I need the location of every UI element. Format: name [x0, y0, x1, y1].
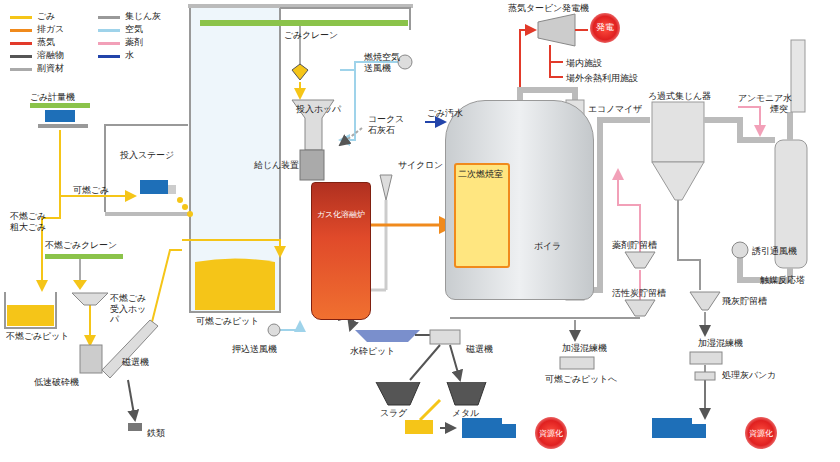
legend-row: 空気: [98, 24, 143, 36]
legend-swatch: [98, 42, 120, 45]
legend-row: 排ガス: [10, 24, 64, 36]
part-label: 煙突: [770, 104, 788, 115]
part-label: 不燃ごみ 粗大ごみ: [10, 211, 52, 232]
part-label: ごみクレーン: [284, 30, 338, 41]
part-label: 可燃ごみピット: [196, 316, 259, 327]
legend-row: ごみ: [10, 11, 55, 23]
part-label: 薬剤貯留槽: [612, 240, 657, 251]
legend-swatch: [10, 16, 32, 19]
node-text: 資源化: [539, 428, 563, 439]
legend-text: 排ガス: [37, 24, 64, 36]
part-label: コークス 石灰石: [368, 114, 406, 135]
part-label: 場外余熱利用施設: [566, 73, 638, 84]
legend-swatch: [98, 29, 120, 32]
equipment-node: 資源化: [745, 417, 777, 449]
legend-row: 副資材: [10, 63, 64, 75]
legend-text: 蒸気: [37, 37, 55, 49]
node-text: ガス化溶融炉: [312, 209, 370, 220]
part-label: 低速破砕機: [34, 377, 79, 388]
legend-row: 蒸気: [10, 37, 55, 49]
part-label: ろ過式集じん器: [648, 91, 711, 102]
legend-swatch: [10, 68, 32, 71]
part-label: 不燃ごみピット: [6, 331, 69, 342]
equipment-node: 発電: [590, 13, 620, 43]
equipment-node: ガス化溶融炉: [311, 182, 371, 320]
part-label: 押込送風機: [232, 344, 277, 355]
legend-row: 溶融物: [10, 50, 64, 62]
part-label: 燃焼空気 送風機: [364, 52, 404, 73]
node-text: ボイラ: [534, 241, 593, 253]
part-label: 処理灰バンカ: [722, 370, 776, 381]
part-label: 加湿混練機: [562, 343, 607, 354]
part-label: 誘引通風機: [752, 246, 797, 257]
legend-text: 水: [125, 50, 134, 62]
legend-text: ごみ: [37, 11, 55, 23]
legend-text: 集じん灰: [125, 11, 161, 23]
legend-text: 薬剤: [125, 37, 143, 49]
part-label: サイクロン: [398, 160, 443, 171]
legend-swatch: [98, 55, 120, 58]
part-label: 投入ステージ: [120, 150, 174, 161]
part-label: 不燃ごみ 受入ホッパ: [110, 293, 154, 325]
legend-text: 副資材: [37, 63, 64, 75]
legend-swatch: [10, 29, 32, 32]
part-label: スラグ: [380, 408, 407, 419]
legend-row: 水: [98, 50, 134, 62]
equipment-node: 資源化: [535, 417, 567, 449]
legend-row: 集じん灰: [98, 11, 161, 23]
part-label: 蒸気タービン発電機: [508, 3, 589, 14]
part-label: 磁選機: [466, 344, 493, 355]
node-text: 二次燃焼室: [458, 169, 506, 181]
equipment-node: 二次燃焼室: [454, 163, 510, 268]
legend-swatch: [10, 42, 32, 45]
legend-text: 空気: [125, 24, 143, 36]
part-label: 活性炭貯留槽: [612, 288, 666, 299]
legend-swatch: [98, 16, 120, 19]
part-label: 飛灰貯留槽: [722, 296, 767, 307]
part-label: 水砕ピット: [350, 346, 395, 357]
part-label: ごみ汚水: [427, 108, 463, 119]
part-label: 触媒反応塔: [760, 275, 805, 286]
part-label: メタル: [452, 408, 479, 419]
part-label: 可燃ごみ: [73, 185, 109, 196]
part-label: 加湿混練機: [698, 338, 743, 349]
legend-swatch: [10, 55, 32, 58]
part-label: エコノマイザ: [588, 104, 642, 115]
part-label: 磁選機: [122, 357, 149, 368]
part-label: 不燃ごみクレーン: [45, 240, 117, 251]
part-label: アンモニア水: [738, 93, 792, 104]
legend-text: 溶融物: [37, 50, 64, 62]
part-label: 可燃ごみピットへ: [545, 374, 617, 385]
equipment-node: ボイラ 二次燃焼室: [445, 100, 594, 300]
node-text: 発電: [596, 22, 614, 34]
gas-flow-arrow: [371, 224, 454, 227]
legend-row: 薬剤: [98, 37, 143, 49]
part-label: ごみ計量機: [30, 92, 75, 103]
part-label: 給じん装置: [254, 160, 299, 171]
part-label: 投入ホッパ: [296, 104, 341, 115]
node-text: 資源化: [749, 428, 773, 439]
part-label: 場内施設: [566, 58, 602, 69]
part-label: 鉄類: [147, 428, 165, 439]
